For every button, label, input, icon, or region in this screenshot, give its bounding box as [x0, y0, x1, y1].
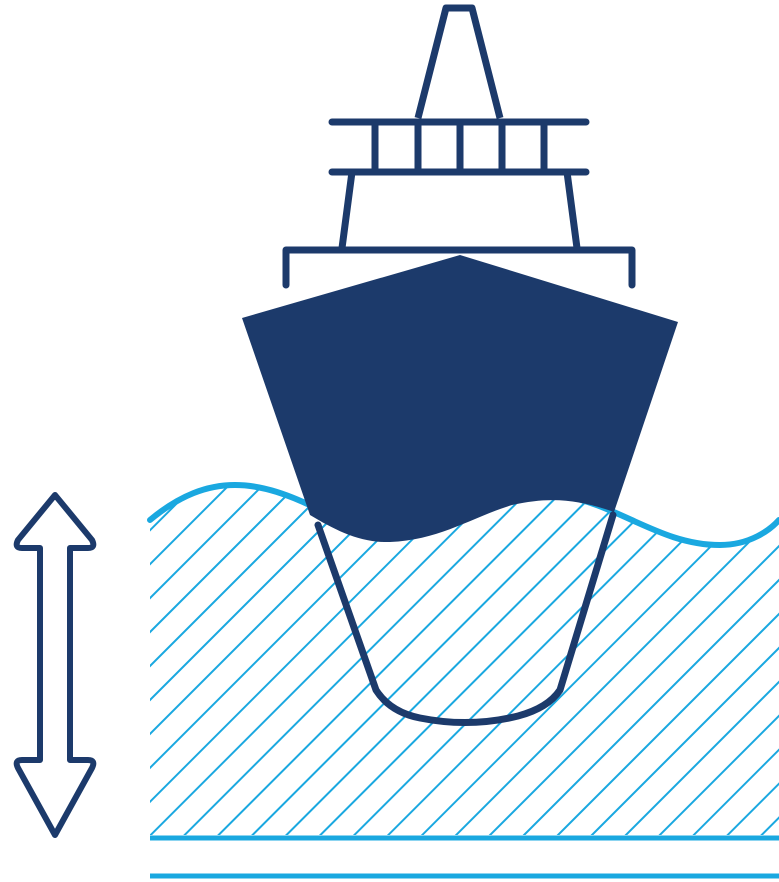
- ship-mast: [418, 8, 500, 118]
- deck-posts: [375, 122, 544, 172]
- double-arrow-icon: [17, 495, 94, 835]
- draft-arrow-outline: [17, 495, 94, 835]
- water-hatch: [150, 470, 779, 835]
- ship-hull: [242, 255, 678, 542]
- bridge-sides: [342, 172, 577, 248]
- water-icon: [150, 470, 779, 876]
